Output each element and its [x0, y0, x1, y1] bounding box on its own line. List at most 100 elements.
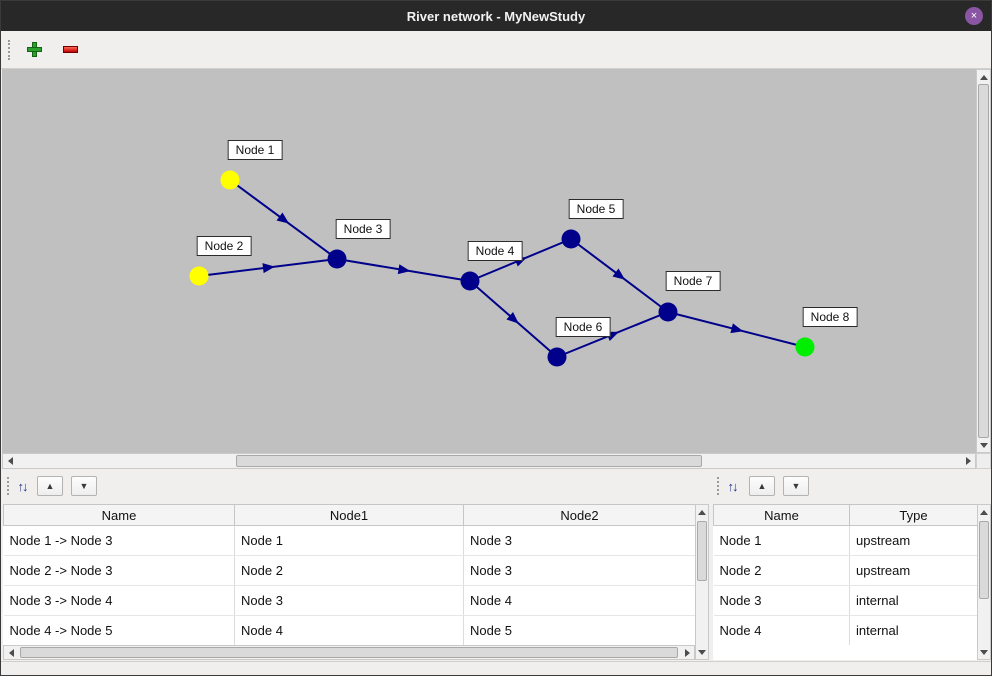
node-label[interactable]: Node 7: [665, 271, 721, 291]
graph-node[interactable]: [561, 229, 581, 249]
links-move-down-button[interactable]: ▼: [71, 476, 97, 496]
node-label[interactable]: Node 3: [335, 219, 391, 239]
nodes-move-up-button[interactable]: ▲: [749, 476, 775, 496]
remove-button[interactable]: [57, 37, 83, 63]
scroll-right-button[interactable]: [961, 454, 975, 468]
scrollbar-thumb[interactable]: [979, 521, 989, 599]
table-cell[interactable]: internal: [849, 585, 978, 616]
plus-icon: [26, 42, 42, 57]
table-cell[interactable]: Node 2 -> Node 3: [3, 555, 235, 586]
table-cell[interactable]: upstream: [849, 525, 978, 556]
scroll-down-button[interactable]: [977, 438, 990, 452]
scroll-left-button[interactable]: [3, 454, 17, 468]
canvas-h-scrollbar[interactable]: [2, 453, 976, 469]
links-move-up-button[interactable]: ▲: [37, 476, 63, 496]
links-v-scrollbar[interactable]: [695, 504, 709, 660]
node-label[interactable]: Node 6: [555, 317, 611, 337]
table-cell[interactable]: Node 4 -> Node 5: [3, 615, 235, 646]
scroll-down-button[interactable]: [696, 645, 708, 659]
table-cell[interactable]: Node 5: [463, 615, 696, 646]
table-cell[interactable]: Node 1: [713, 525, 850, 556]
table-cell[interactable]: Node 2: [234, 555, 464, 586]
close-button[interactable]: ×: [965, 7, 983, 25]
nodes-table-header-row: Name Type: [713, 504, 978, 526]
scrollbar-thumb[interactable]: [236, 455, 702, 467]
scroll-down-button[interactable]: [978, 645, 990, 659]
table-cell[interactable]: Node 4: [463, 585, 696, 616]
scrollbar-track[interactable]: [977, 84, 990, 438]
table-cell[interactable]: Node 3: [463, 555, 696, 586]
edge-arrow-icon: [276, 212, 290, 224]
left-arrow-icon: [8, 648, 14, 657]
edge-arrow-icon: [262, 263, 275, 274]
right-arrow-icon: [965, 457, 971, 465]
column-header-name[interactable]: Name: [713, 504, 850, 526]
node-label[interactable]: Node 2: [196, 236, 252, 256]
scrollbar-thumb[interactable]: [697, 521, 707, 581]
river-network-canvas[interactable]: Node 1 Node 2 Node 3 Node 4 Node 5 Node 6 Node…: [2, 69, 976, 453]
node-label[interactable]: Node 8: [802, 307, 858, 327]
status-bar: [1, 661, 991, 675]
scrollbar-thumb[interactable]: [978, 84, 989, 438]
graph-node[interactable]: [460, 271, 480, 291]
graph-node[interactable]: [220, 170, 240, 190]
table-cell[interactable]: Node 3: [713, 585, 850, 616]
column-header-node2[interactable]: Node2: [463, 504, 696, 526]
toolbar-grip[interactable]: [8, 39, 11, 60]
scrollbar-track[interactable]: [17, 454, 961, 468]
scroll-up-button[interactable]: [696, 505, 708, 519]
table-cell[interactable]: Node 3 -> Node 4: [3, 585, 235, 616]
scroll-left-button[interactable]: [4, 646, 18, 659]
graph-node[interactable]: [189, 266, 209, 286]
links-h-scrollbar[interactable]: [3, 645, 695, 660]
canvas-v-scrollbar[interactable]: [976, 69, 991, 453]
titlebar[interactable]: River network - MyNewStudy ×: [1, 1, 991, 31]
scrollbar-thumb[interactable]: [20, 647, 678, 658]
nodes-move-down-button[interactable]: ▼: [783, 476, 809, 496]
main-toolbar: [1, 31, 991, 69]
graph-node[interactable]: [658, 302, 678, 322]
scroll-right-button[interactable]: [680, 646, 694, 659]
table-cell[interactable]: internal: [849, 615, 978, 646]
table-cell[interactable]: Node 4: [234, 615, 464, 646]
graph-node[interactable]: [327, 249, 347, 269]
node-label[interactable]: Node 1: [227, 140, 283, 160]
scrollbar-track[interactable]: [696, 519, 708, 645]
table-cell[interactable]: Node 4: [713, 615, 850, 646]
up-arrow-icon: [980, 509, 988, 515]
scroll-up-button[interactable]: [977, 70, 990, 84]
nodes-toolbar-grip[interactable]: [717, 477, 720, 495]
table-cell[interactable]: Node 3: [234, 585, 464, 616]
nodes-v-scrollbar[interactable]: [977, 504, 991, 660]
links-toolbar-grip[interactable]: [7, 477, 10, 495]
table-cell[interactable]: Node 1 -> Node 3: [3, 525, 235, 556]
node-label[interactable]: Node 5: [568, 199, 624, 219]
scrollbar-track[interactable]: [18, 646, 680, 659]
column-header-node1[interactable]: Node1: [234, 504, 464, 526]
nodes-sort-button[interactable]: ↑↓: [720, 475, 744, 497]
column-header-name[interactable]: Name: [3, 504, 235, 526]
node-label[interactable]: Node 4: [467, 241, 523, 261]
links-sort-button[interactable]: ↑↓: [10, 475, 34, 497]
edge-arrow-icon: [397, 264, 411, 275]
up-arrow-icon: ▲: [757, 481, 767, 491]
scrollbar-track[interactable]: [978, 519, 990, 645]
table-cell[interactable]: upstream: [849, 555, 978, 586]
scroll-up-button[interactable]: [978, 505, 990, 519]
table-cell[interactable]: Node 1: [234, 525, 464, 556]
add-button[interactable]: [21, 37, 47, 63]
graph-node[interactable]: [547, 347, 567, 367]
column-header-type[interactable]: Type: [849, 504, 978, 526]
graph-node[interactable]: [795, 337, 815, 357]
table-cell[interactable]: Node 2: [713, 555, 850, 586]
table-cell[interactable]: Node 3: [463, 525, 696, 556]
